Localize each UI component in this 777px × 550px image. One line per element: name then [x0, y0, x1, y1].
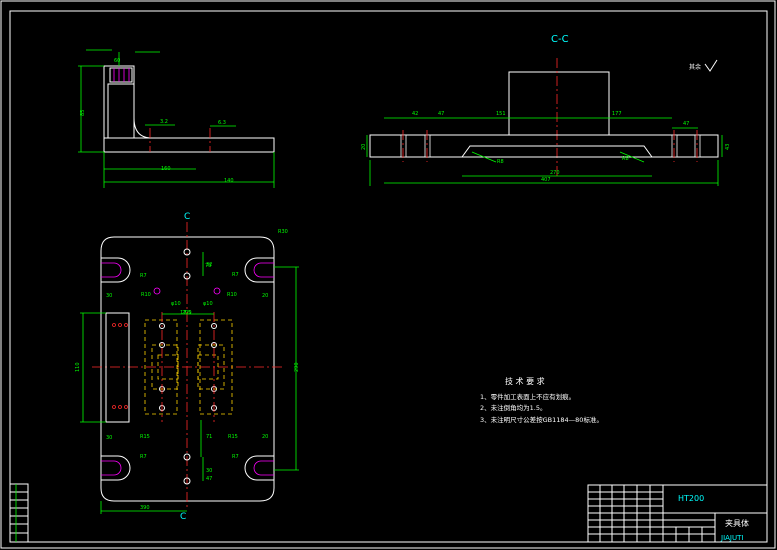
plan-dim-20a: 20 — [262, 293, 268, 299]
plan-dia-a: φ10 — [171, 301, 181, 307]
plan-dim-110: 110 — [75, 362, 81, 372]
plan-r15-b: R15 — [228, 434, 238, 440]
sec-dim-177: 177 — [612, 111, 622, 117]
sec-dim-r8a: R8 — [497, 159, 504, 165]
side-view: 160 140 85 60 3.2 6.3 — [78, 49, 275, 188]
revision-table — [9, 483, 29, 543]
sec-dim-47b: 47 — [683, 121, 689, 127]
plan-r10-b: R10 — [227, 292, 237, 298]
dim-slot-label: 60 — [114, 58, 120, 64]
sec-dim-270: 270 — [550, 170, 560, 176]
plan-dia-b: φ10 — [203, 301, 213, 307]
tech-req-item-3: 3、未注明尺寸公差按GB1184—80标准。 — [480, 415, 603, 424]
sec-dim-r8b: R8 — [622, 156, 629, 162]
sec-dim-43: 43 — [725, 144, 731, 150]
plan-r7-d: R7 — [232, 454, 239, 460]
tech-req-item-1: 1、零件加工表面上不应有划痕。 — [480, 392, 575, 401]
roughness-symbol-icon — [704, 59, 718, 72]
plan-dim-290: 290 — [294, 362, 300, 372]
plan-r30: R30 — [278, 229, 288, 235]
plan-dim-73: 73 — [205, 263, 211, 269]
tech-req-item-2: 2、未注倒角均为1.5。 — [480, 403, 546, 412]
plan-dim-30b: 30 — [106, 435, 112, 441]
plan-view: C C R30 R7 R7 R10 R10 φ10 φ10 30 32 30 2… — [75, 212, 300, 522]
sec-dim-151: 151 — [496, 111, 506, 117]
plan-dim-390: 390 — [140, 505, 150, 511]
surface-roughness-b: 6.3 — [218, 120, 226, 126]
plan-dim-20b: 20 — [262, 434, 268, 440]
plan-r7-b: R7 — [232, 272, 239, 278]
plan-r10-a: R10 — [141, 292, 151, 298]
cut-plane-bottom: C — [180, 512, 186, 522]
part-name: 夹具体 — [725, 518, 749, 528]
tech-req-title: 技 术 要 求 — [505, 376, 545, 386]
plan-dim-175: 17.5 — [180, 310, 191, 316]
sec-dim-20: 20 — [361, 144, 367, 150]
material-label: HT200 — [678, 494, 704, 503]
plan-dim-200: 200 — [182, 310, 192, 316]
dim-width-label: 160 — [161, 166, 171, 172]
tech-requirements: 技 术 要 求 1、零件加工表面上不应有划痕。 2、未注倒角均为1.5。 3、未… — [480, 376, 603, 424]
plan-r7-c: R7 — [140, 454, 147, 460]
plan-dim-71: 71 — [206, 434, 212, 440]
sec-dim-47a: 47 — [438, 111, 444, 117]
plan-dim-47: 47 — [206, 476, 212, 482]
plan-dim-32: 32 — [206, 262, 212, 268]
sec-dim-407: 407 — [541, 177, 551, 183]
surface-note: 其余 — [689, 63, 701, 71]
section-view: C-C 42 47 151 177 47 20 43 R8 R8 270 407… — [361, 34, 731, 186]
cut-plane-top: C — [184, 212, 190, 222]
sec-dim-42: 42 — [412, 111, 418, 117]
title-block: HT200 夹具体 JIAJUTI — [587, 484, 768, 543]
surface-roughness-a: 3.2 — [160, 119, 168, 125]
plan-r15-a: R15 — [140, 434, 150, 440]
dim-total-label: 140 — [224, 178, 234, 184]
plan-dim-30a: 30 — [106, 293, 112, 299]
dim-height-label: 85 — [80, 110, 86, 116]
plan-r7-a: R7 — [140, 273, 147, 279]
section-title: C-C — [551, 34, 569, 45]
drawing-code: JIAJUTI — [720, 534, 743, 542]
plan-dim-30c: 30 — [206, 468, 212, 474]
